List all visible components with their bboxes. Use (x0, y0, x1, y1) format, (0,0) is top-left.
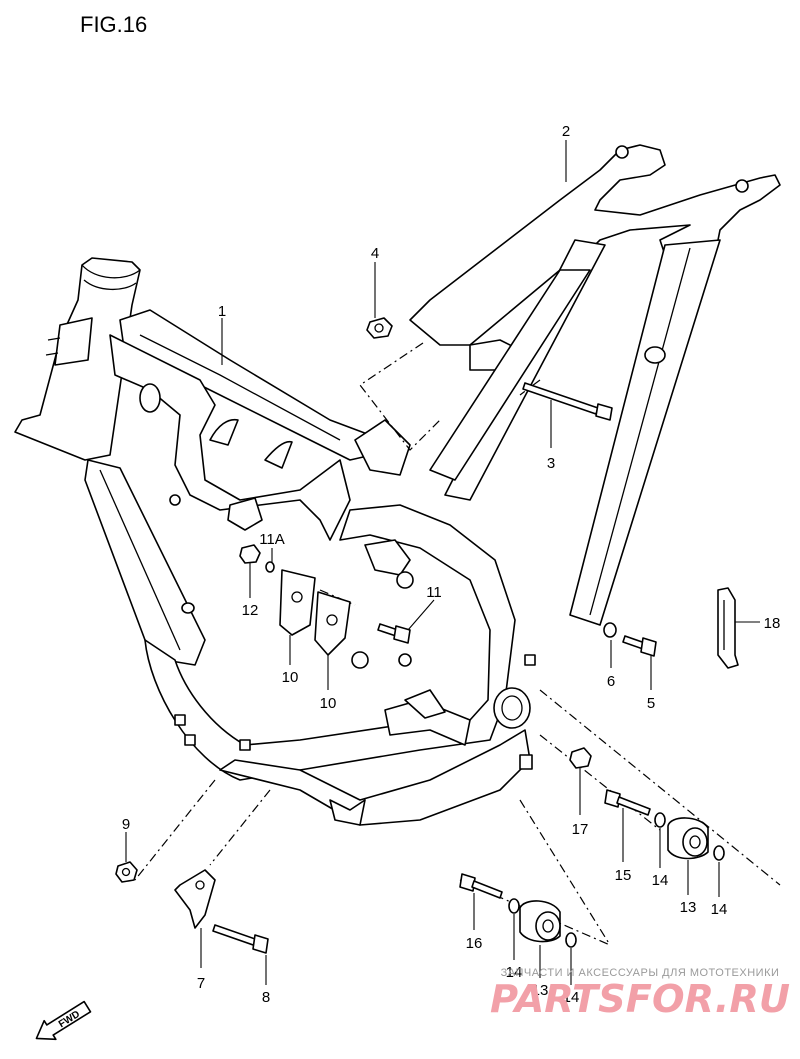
watermark: ЗАПЧАСТИ И АКСЕССУАРЫ ДЛЯ МОТОТЕХНИКИ PA… (490, 967, 790, 1021)
callout-12: 12 (242, 602, 259, 619)
callout-1: 1 (218, 303, 226, 320)
leader-lines (125, 140, 760, 985)
bracket-7-part (174, 869, 216, 929)
callout-5: 5 (647, 695, 655, 712)
bolt-15-part (604, 789, 651, 816)
figure-title: FIG.16 (80, 12, 147, 37)
washer-14-lower-outer-part (565, 932, 577, 948)
callout-16: 16 (466, 935, 483, 952)
bushing-13-upper-part (667, 817, 709, 860)
nut-4-part (366, 317, 393, 339)
callout-14-upper-outer: 14 (711, 901, 728, 918)
bolt-3-part (522, 382, 613, 421)
main-frame-part (14, 257, 536, 826)
bracket-10-left-part (279, 569, 316, 636)
nut-12-part (239, 544, 261, 564)
bolt-5-part (622, 635, 657, 657)
callout-8: 8 (262, 989, 270, 1006)
fwd-arrow-icon: FWD (35, 1000, 92, 1041)
rear-subframe-part (409, 144, 781, 626)
callout-13-upper: 13 (680, 899, 697, 916)
callout-13-lower: 13 (532, 982, 549, 999)
bolt-8-part (212, 924, 269, 954)
reference-lines (134, 342, 781, 946)
callout-14-lower-inner: 14 (506, 964, 523, 981)
callout-17: 17 (572, 821, 589, 838)
nut-17-part (569, 747, 592, 769)
callout-18: 18 (764, 615, 781, 632)
callout-14-lower-outer: 14 (563, 989, 580, 1006)
callout-labels: 1 2 3 4 5 6 7 8 9 10 10 11 11A 12 13 13 … (122, 123, 781, 1006)
callout-6: 6 (607, 673, 615, 690)
bushing-13-lower-part (519, 900, 561, 943)
callout-2: 2 (562, 123, 570, 140)
clip-18-part (717, 587, 739, 669)
callout-11: 11 (426, 584, 442, 601)
callout-11a: 11A (259, 531, 285, 548)
callout-10-right: 10 (320, 695, 337, 712)
callout-10-left: 10 (282, 669, 299, 686)
callout-3: 3 (547, 455, 555, 472)
callout-9: 9 (122, 816, 130, 833)
washer-6-part (603, 622, 617, 638)
bolt-16-part (459, 873, 503, 899)
nut-9-part (115, 861, 138, 883)
washer-14-upper-outer-part (713, 845, 725, 861)
washer-14-upper-inner-part (654, 812, 666, 828)
washer-11a-part (265, 561, 275, 573)
callout-4: 4 (371, 245, 379, 262)
callout-14-upper-inner: 14 (652, 872, 669, 889)
callout-15: 15 (615, 867, 632, 884)
washer-14-lower-inner-part (508, 898, 520, 914)
callout-7: 7 (197, 975, 205, 992)
watermark-tagline: ЗАПЧАСТИ И АКСЕССУАРЫ ДЛЯ МОТОТЕХНИКИ (501, 967, 780, 979)
bolt-11-part (377, 623, 411, 644)
bracket-10-right-part (314, 591, 351, 656)
watermark-logo: PARTSFOR.RU (490, 977, 790, 1021)
